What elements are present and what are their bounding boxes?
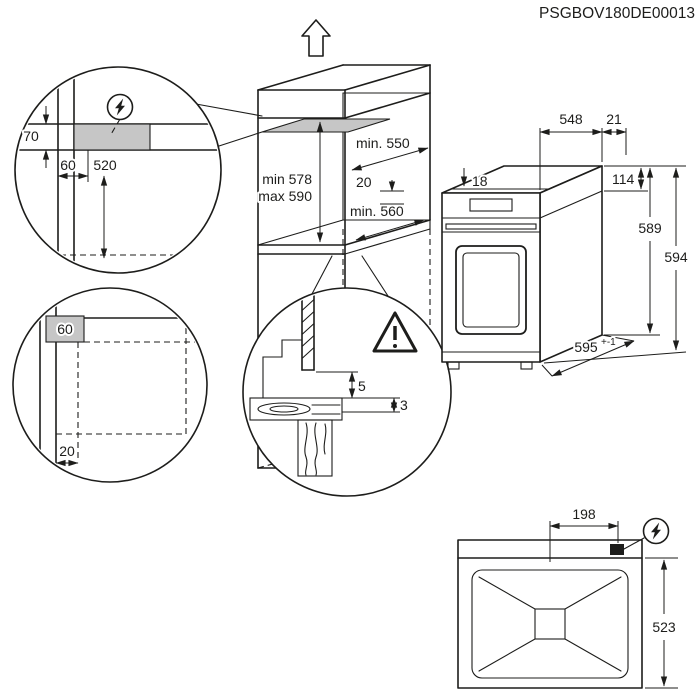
dim-niche-depth-bottom: min. 560 xyxy=(350,203,404,219)
dim-cutout-60: 60 xyxy=(57,321,73,337)
dim-niche-height-min: min 578 xyxy=(262,171,312,187)
oven-rear-view: 198 523 xyxy=(457,504,678,689)
dim-overhang-21: 21 xyxy=(606,111,622,127)
wood-grain xyxy=(249,397,343,477)
cabinet-niche-drawing: min 578 max 590 min. 550 20 min. 560 xyxy=(256,19,431,469)
dim-niche-height-max: max 590 xyxy=(258,188,312,204)
cutout-highlight xyxy=(45,315,85,343)
dim-niche-gap-20: 20 xyxy=(356,174,372,190)
product-code: PSGBOV180DE00013 xyxy=(539,5,695,22)
dim-outlet-offset-60: 60 xyxy=(60,157,76,173)
dim-oven-depth-548: 548 xyxy=(559,111,583,127)
dim-inset-18: 18 xyxy=(472,173,488,189)
dim-height-594: 594 xyxy=(664,249,688,265)
dim-height-589: 589 xyxy=(638,220,662,236)
oven-door-window xyxy=(455,245,527,335)
dim-gap-5: 5 xyxy=(358,378,366,394)
power-connection-icon xyxy=(106,93,134,121)
power-connection-icon xyxy=(642,517,670,545)
detail-callout-lines xyxy=(195,103,389,297)
detail-view-bottom-left: 60 20 xyxy=(12,287,208,483)
oven-handle xyxy=(445,223,537,230)
rear-center-plate xyxy=(534,608,566,640)
oven-display xyxy=(469,198,513,212)
dim-depth-595: 595 xyxy=(574,339,598,355)
dim-rear-523: 523 xyxy=(652,619,676,635)
detail-view-top-left: 70 60 520 xyxy=(14,66,222,274)
dim-panel-114: 114 xyxy=(612,171,635,187)
detail-view-front-edge: 5 3 xyxy=(242,287,452,497)
oven-3d-view: 548 21 18 114 589 594 595 +-1 xyxy=(441,109,690,377)
dim-outlet-height-70: 70 xyxy=(23,128,39,144)
power-zone-highlight xyxy=(261,118,391,133)
dim-gap-3: 3 xyxy=(400,397,408,413)
dim-niche-depth-top: min. 550 xyxy=(356,135,410,151)
dim-edge-20: 20 xyxy=(59,443,75,459)
warning-icon xyxy=(372,311,418,353)
dim-outlet-depth-520: 520 xyxy=(93,157,117,173)
dim-cable-198: 198 xyxy=(572,506,596,522)
mains-cable-outlet xyxy=(610,544,624,555)
outlet-zone-highlight xyxy=(73,123,151,151)
up-arrow-icon xyxy=(301,19,331,57)
dim-tolerance: +-1 xyxy=(601,337,616,348)
